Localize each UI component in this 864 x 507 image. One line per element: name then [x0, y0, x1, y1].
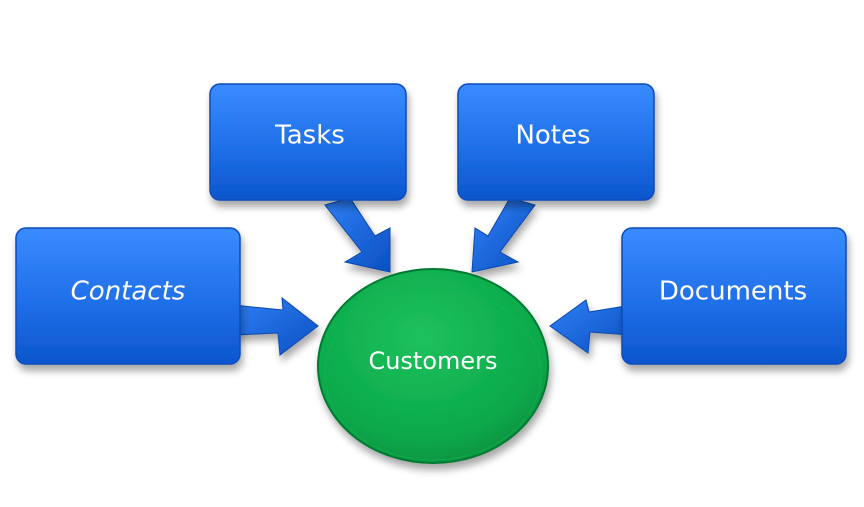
node-contacts-label: Contacts: [71, 277, 186, 307]
node-notes-label: Notes: [515, 121, 590, 151]
arrow-contacts-to-customers: [232, 296, 319, 356]
arrow-tasks-to-customers: [324, 197, 391, 273]
hub-customers: Customers: [317, 268, 549, 464]
arrow-documents-to-customers: [549, 299, 633, 354]
hub-customers-label: Customers: [368, 347, 497, 375]
arrow-notes-to-customers: [471, 197, 536, 273]
node-tasks: Tasks: [209, 83, 407, 201]
node-documents: Documents: [621, 227, 847, 365]
node-notes: Notes: [457, 83, 655, 201]
node-tasks-label: Tasks: [274, 121, 345, 151]
node-contacts: Contacts: [15, 227, 241, 365]
node-documents-label: Documents: [659, 277, 807, 307]
